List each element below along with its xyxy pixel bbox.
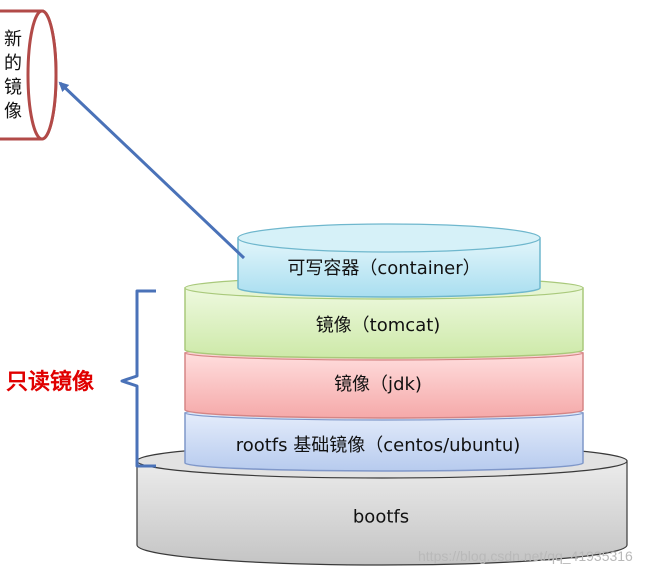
commit-arrow: [58, 81, 246, 260]
tomcat-label: 镜像（tomcat): [315, 315, 441, 336]
jdk-label: 镜像（jdk): [334, 374, 422, 395]
new-image-char-3: 镜: [4, 77, 22, 98]
new-image-char-2: 的: [4, 53, 22, 74]
watermark: https://blog.csdn.net/qq_41935316: [418, 548, 633, 564]
read-only-brace: [120, 289, 156, 468]
bootfs-label: bootfs: [352, 506, 410, 528]
new-image-cylinder: [0, 9, 58, 141]
container-layer: [237, 223, 541, 298]
container-label: 可写容器（container）: [287, 258, 481, 279]
new-image-char-4: 像: [4, 101, 22, 122]
new-image-char-1: 新: [4, 29, 22, 50]
read-only-label: 只读镜像: [6, 370, 95, 395]
rootfs-label: rootfs 基础镜像（centos/ubuntu): [235, 435, 521, 456]
